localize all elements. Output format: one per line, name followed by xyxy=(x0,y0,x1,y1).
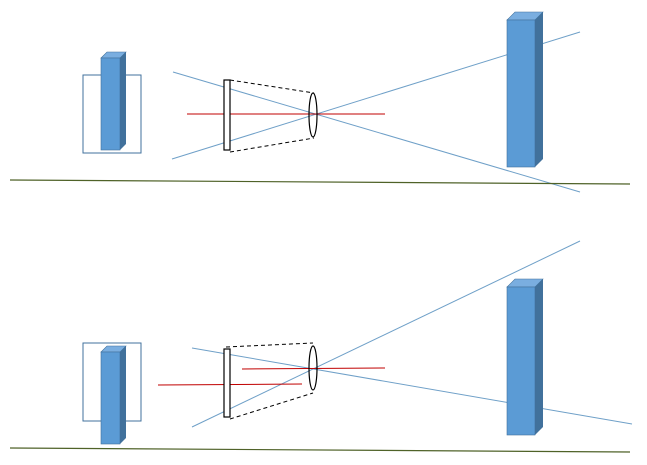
frustum-edge xyxy=(229,137,315,153)
frustum-edge xyxy=(229,79,315,94)
ground-line xyxy=(9,179,631,185)
image-sensor xyxy=(223,348,231,418)
ray-line xyxy=(191,347,633,425)
lens xyxy=(308,345,318,391)
ground-line xyxy=(9,447,631,453)
frustum-edge xyxy=(225,342,314,348)
optical-axis xyxy=(241,367,386,370)
near-object-bar xyxy=(100,51,127,151)
bottom-panel xyxy=(9,240,633,453)
far-object-bar xyxy=(506,11,544,168)
far-object-bar xyxy=(506,278,544,436)
image-sensor xyxy=(223,79,231,151)
ray-line xyxy=(172,71,581,193)
near-object-bar xyxy=(100,345,127,445)
lens xyxy=(308,92,318,138)
ray-line xyxy=(191,240,581,428)
frustum-edge xyxy=(229,392,314,420)
top-panel xyxy=(9,11,631,193)
